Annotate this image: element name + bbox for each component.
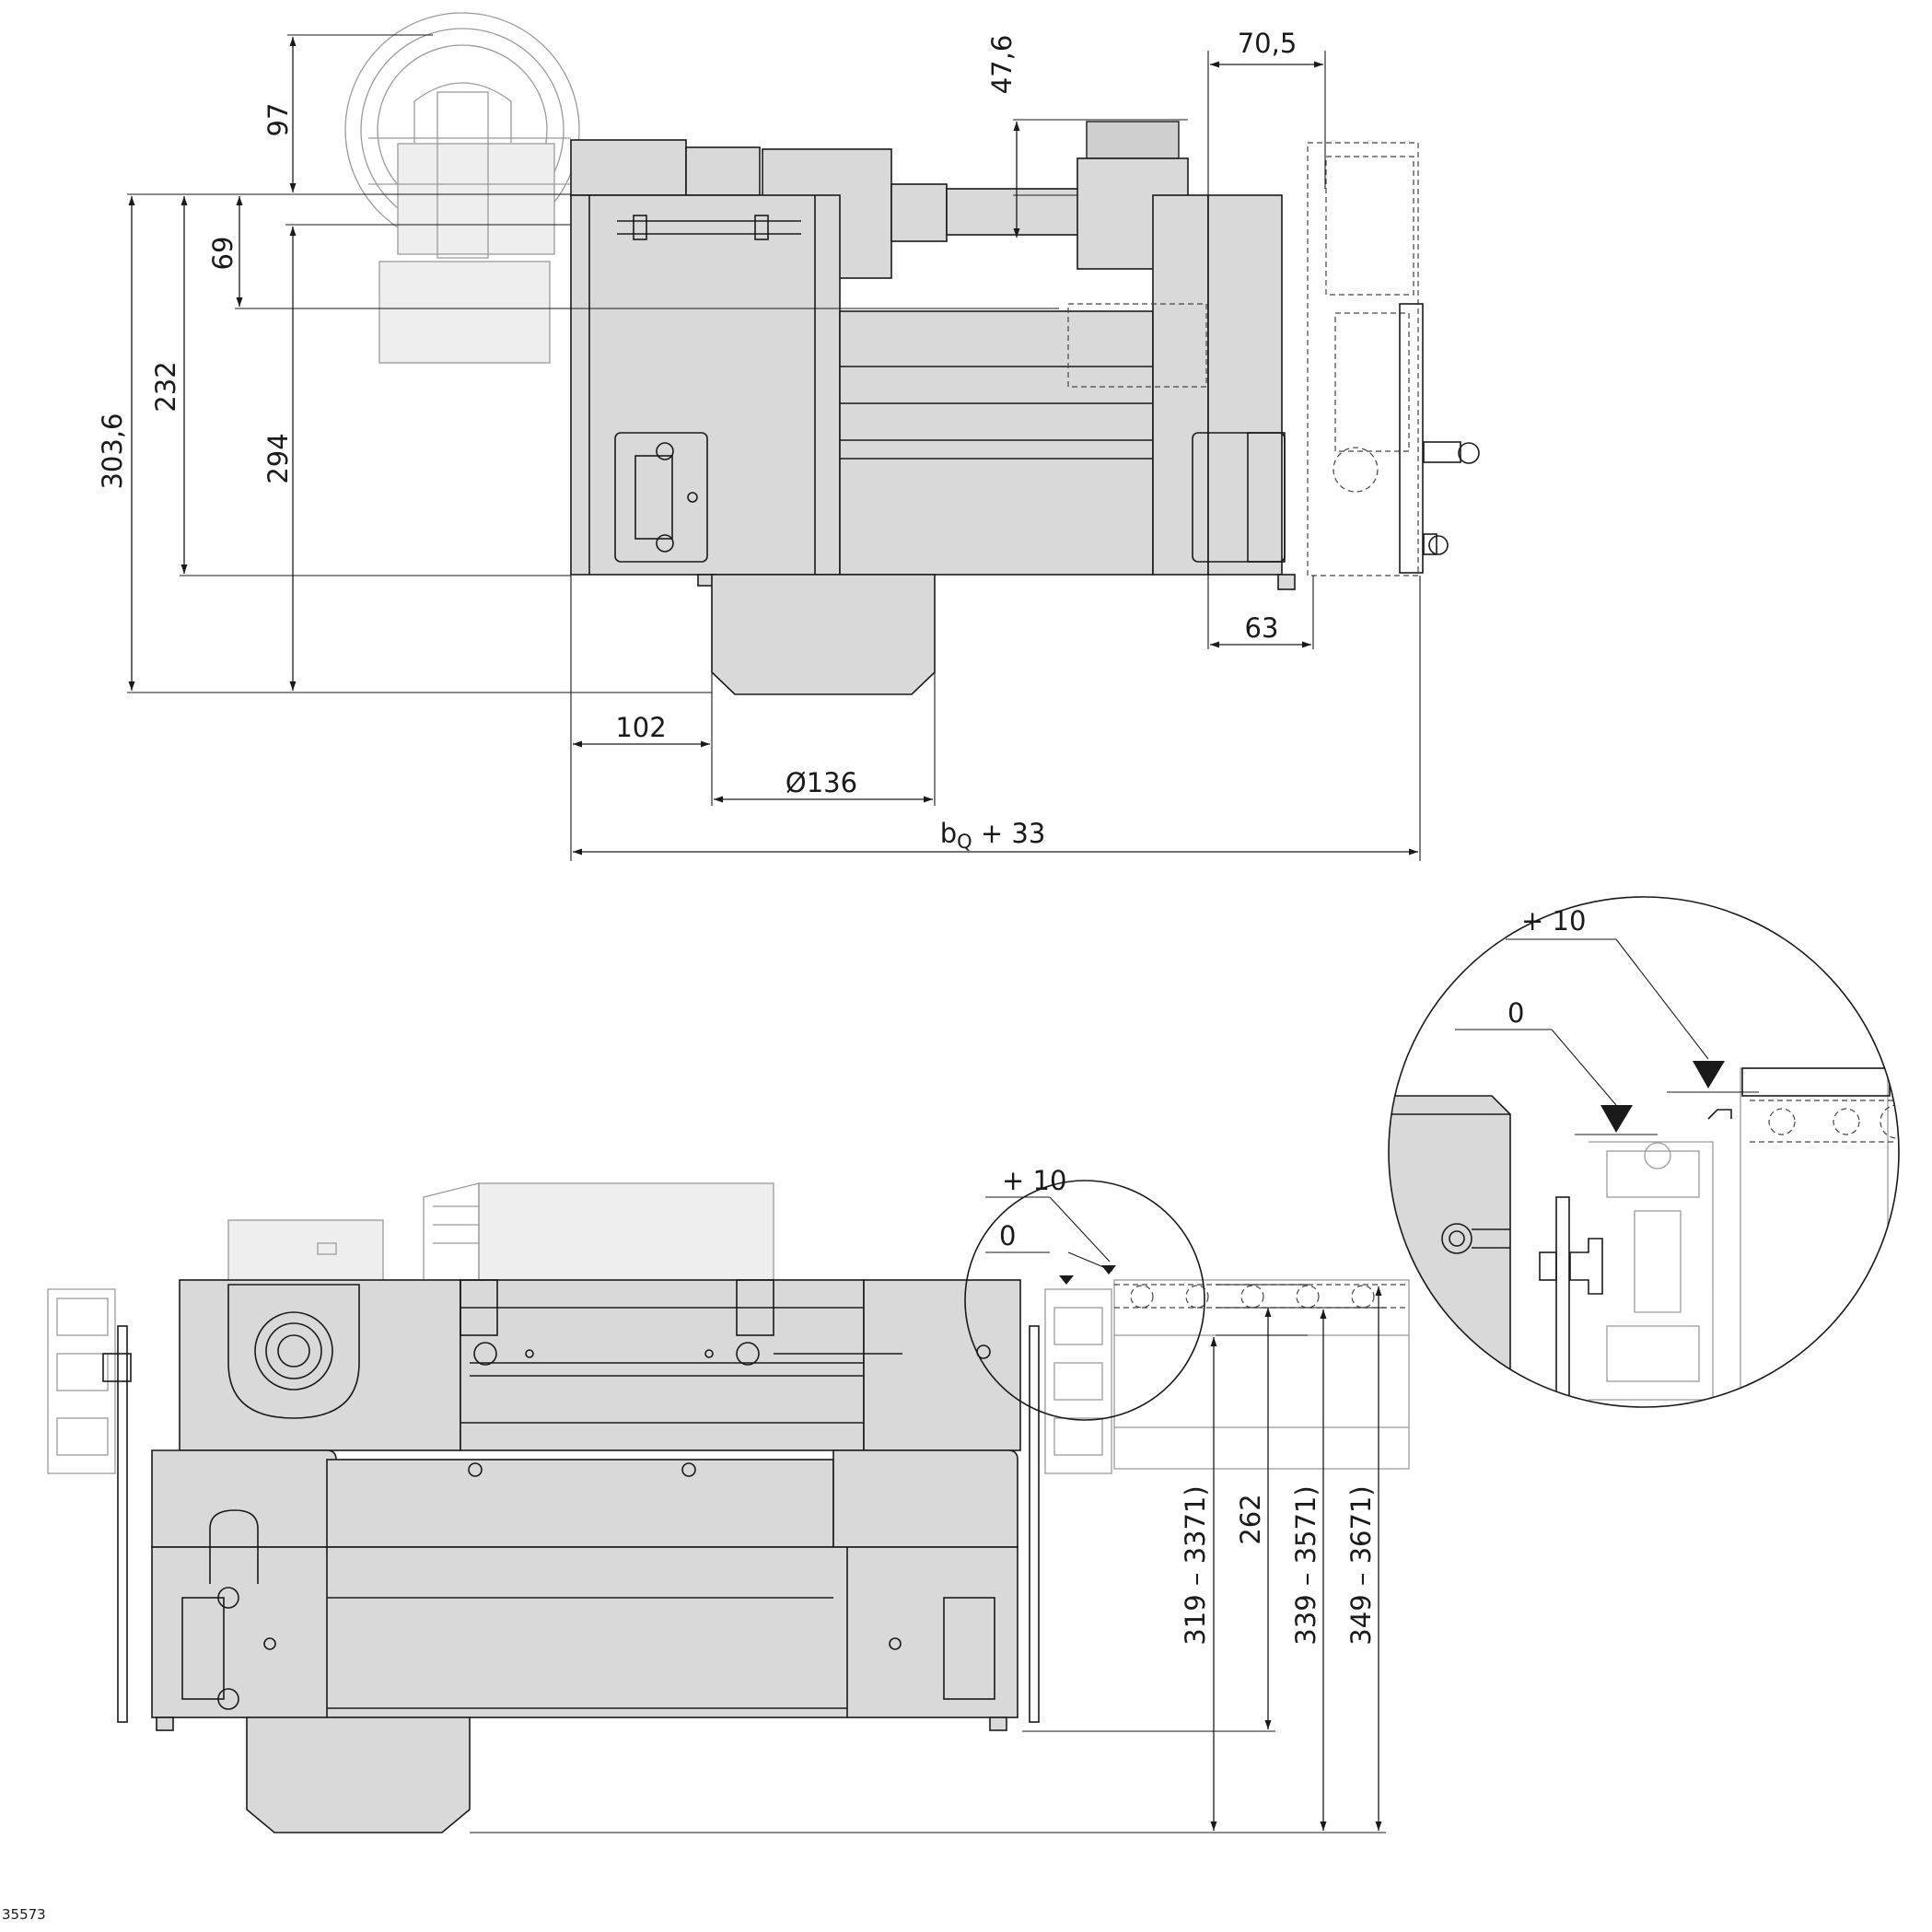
big-zero: 0 — [1507, 997, 1524, 1029]
dim-69: 69 — [207, 237, 239, 271]
side-dimensions: 319 – 3371) 262 339 – 3571) 349 – 3671) — [470, 1284, 1386, 1833]
small-detail-circle: + 10 0 — [964, 1165, 1205, 1421]
top-ghost-motor — [344, 12, 580, 364]
dim-bq-33: bQ + 33 — [940, 818, 1046, 853]
side-view: + 10 0 319 – 3371) 262 339 – 3571) 349 –… — [47, 1165, 1410, 1833]
top-main-frame — [570, 194, 1296, 590]
dim-97: 97 — [262, 103, 294, 137]
drawing-id: 35573 — [2, 1906, 46, 1923]
dim-294: 294 — [262, 433, 294, 483]
big-detail-circle: + 10 0 — [1388, 896, 1900, 1408]
top-motor-bottom — [711, 574, 936, 695]
dim-47-6: 47,6 — [986, 35, 1018, 95]
small-plus10: + 10 — [1002, 1165, 1066, 1196]
top-dimensions: 97 303,6 232 69 294 47,6 70,5 — [97, 28, 1421, 861]
top-conveyor-profile — [1067, 142, 1480, 576]
dim-319-3371: 319 – 3371) — [1180, 1485, 1211, 1645]
top-view: 97 303,6 232 69 294 47,6 70,5 — [97, 12, 1480, 861]
side-lower-body — [151, 1325, 1040, 1731]
dim-349-3671: 349 – 3671) — [1345, 1485, 1377, 1645]
small-zero: 0 — [999, 1220, 1016, 1251]
big-plus10: + 10 — [1521, 905, 1586, 937]
dim-102: 102 — [615, 712, 666, 743]
dim-70-5: 70,5 — [1238, 28, 1298, 59]
dim-303-6: 303,6 — [97, 413, 128, 489]
side-main-body — [179, 1279, 1021, 1451]
side-right-profile — [1044, 1279, 1410, 1474]
side-ghost-motor — [227, 1182, 774, 1286]
side-left-profile — [47, 1288, 132, 1723]
dim-262: 262 — [1235, 1494, 1266, 1544]
dim-63: 63 — [1245, 612, 1279, 644]
side-motor-bottom — [246, 1717, 471, 1833]
dim-232: 232 — [150, 361, 181, 412]
dim-339-3571: 339 – 3571) — [1290, 1485, 1321, 1645]
dim-d136: Ø136 — [786, 767, 857, 798]
